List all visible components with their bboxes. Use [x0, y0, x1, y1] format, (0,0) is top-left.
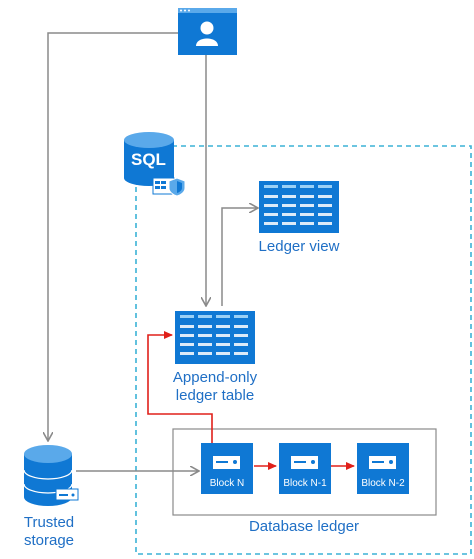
user-window-icon	[178, 8, 237, 55]
append-only-table-icon	[175, 311, 255, 364]
sql-boundary	[135, 145, 472, 555]
block-to-table-arrow	[147, 331, 213, 443]
user-to-storage-arrow	[48, 32, 178, 440]
trusted-storage-label-line1: Trusted	[23, 514, 75, 531]
sql-database-icon	[124, 132, 186, 197]
block-n-label: Block N	[209, 478, 245, 489]
storage-drive-icon	[55, 488, 79, 501]
block-n-1-label: Block N-1	[283, 478, 327, 489]
sql-badge-label: SQL	[131, 150, 166, 169]
ledger-view-label: Ledger view	[258, 238, 340, 255]
block-icon	[213, 456, 240, 469]
shield-icon	[168, 177, 186, 197]
block-n-2-label: Block N-2	[361, 478, 405, 489]
ledger-view-table-icon	[259, 181, 339, 233]
table-to-view-arrow	[221, 208, 257, 306]
append-table-label-line1: Append-only	[172, 369, 258, 386]
block-n	[201, 443, 253, 494]
block-n-2	[357, 443, 409, 494]
block-icon	[369, 456, 396, 469]
database-ledger-label: Database ledger	[248, 518, 360, 535]
block-n-1	[279, 443, 331, 494]
storage-cylinder-icon	[23, 445, 79, 506]
append-table-label-line2: ledger table	[175, 387, 255, 404]
block-icon	[291, 456, 318, 469]
trusted-storage-label-line2: storage	[23, 532, 75, 549]
